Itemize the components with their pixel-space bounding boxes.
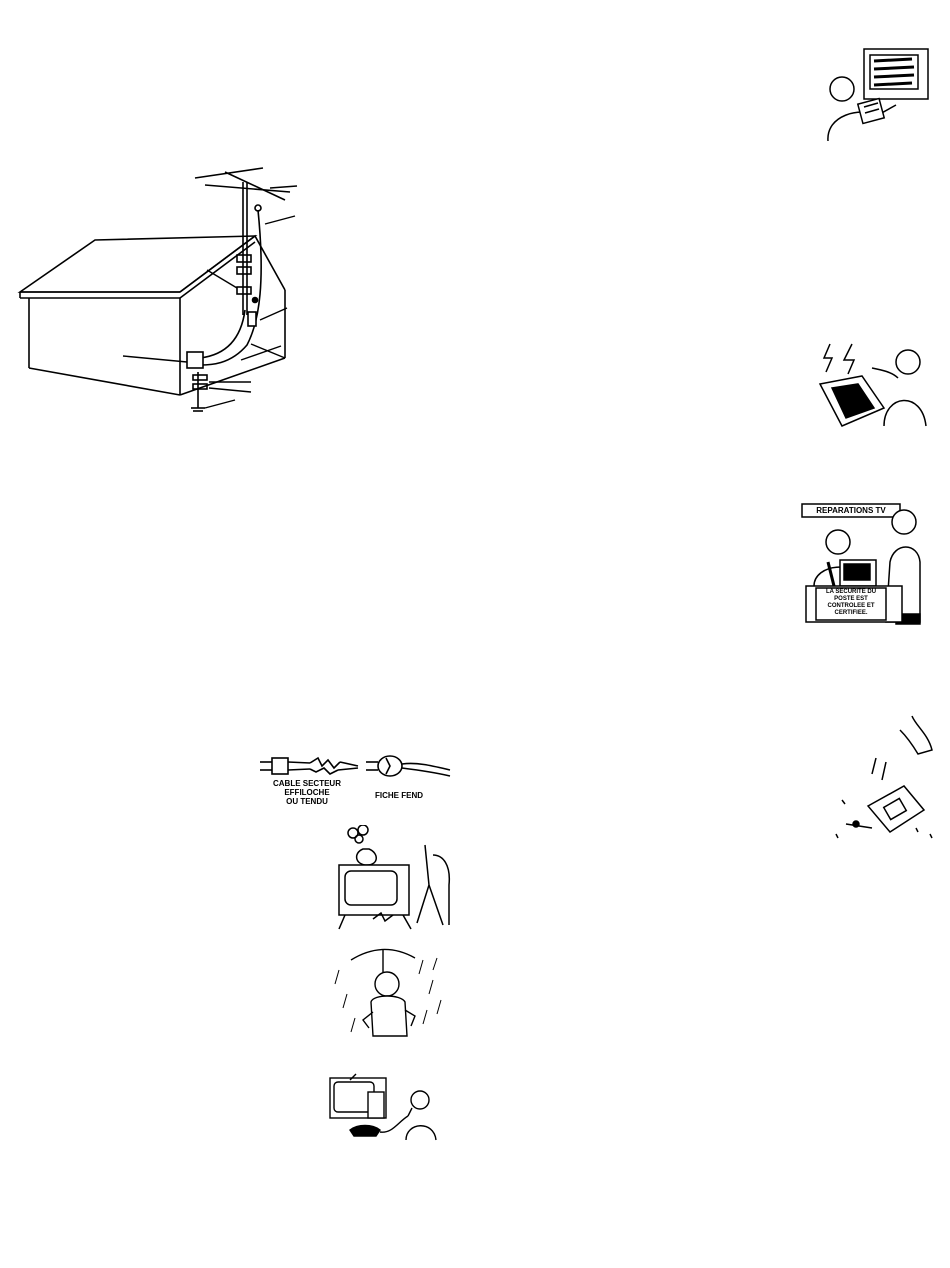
cracked-plug-label: FICHE FEND xyxy=(364,791,434,800)
tv-with-vase-illustration xyxy=(333,825,455,930)
frayed-cord-label-line-3: OU TENDU xyxy=(272,797,342,806)
frayed-cord-label-line-2: EFFILOCHE xyxy=(272,788,342,797)
certificate-line-1: LA SECURITE DU xyxy=(816,589,886,596)
damaged-power-cord-figure: CABLE SECTEUR EFFILOCHE OU TENDU FICHE F… xyxy=(258,748,453,810)
certificate-line-3: CONTROLEE ET xyxy=(816,603,886,610)
call-technician-illustration xyxy=(328,1072,448,1142)
frayed-cord-label: CABLE SECTEUR EFFILOCHE OU TENDU xyxy=(272,779,342,806)
rain-umbrella-illustration xyxy=(333,940,448,1038)
dropped-remote-illustration xyxy=(832,710,940,840)
antenna-grounding-diagram xyxy=(15,160,315,425)
frayed-cord-label-line-1: CABLE SECTEUR xyxy=(272,779,342,788)
safety-certificate: LA SECURITE DU POSTE EST CONTROLEE ET CE… xyxy=(816,589,886,617)
tv-adjustment-illustration xyxy=(820,45,935,143)
tv-repair-shop-illustration: REPARATIONS TV LA SECURITE DU POSTE EST … xyxy=(800,502,922,626)
lightning-tv-illustration xyxy=(812,338,930,428)
repair-shop-sign: REPARATIONS TV xyxy=(802,505,900,516)
certificate-line-2: POSTE EST xyxy=(816,596,886,603)
certificate-line-4: CERTIFIEE. xyxy=(816,610,886,617)
